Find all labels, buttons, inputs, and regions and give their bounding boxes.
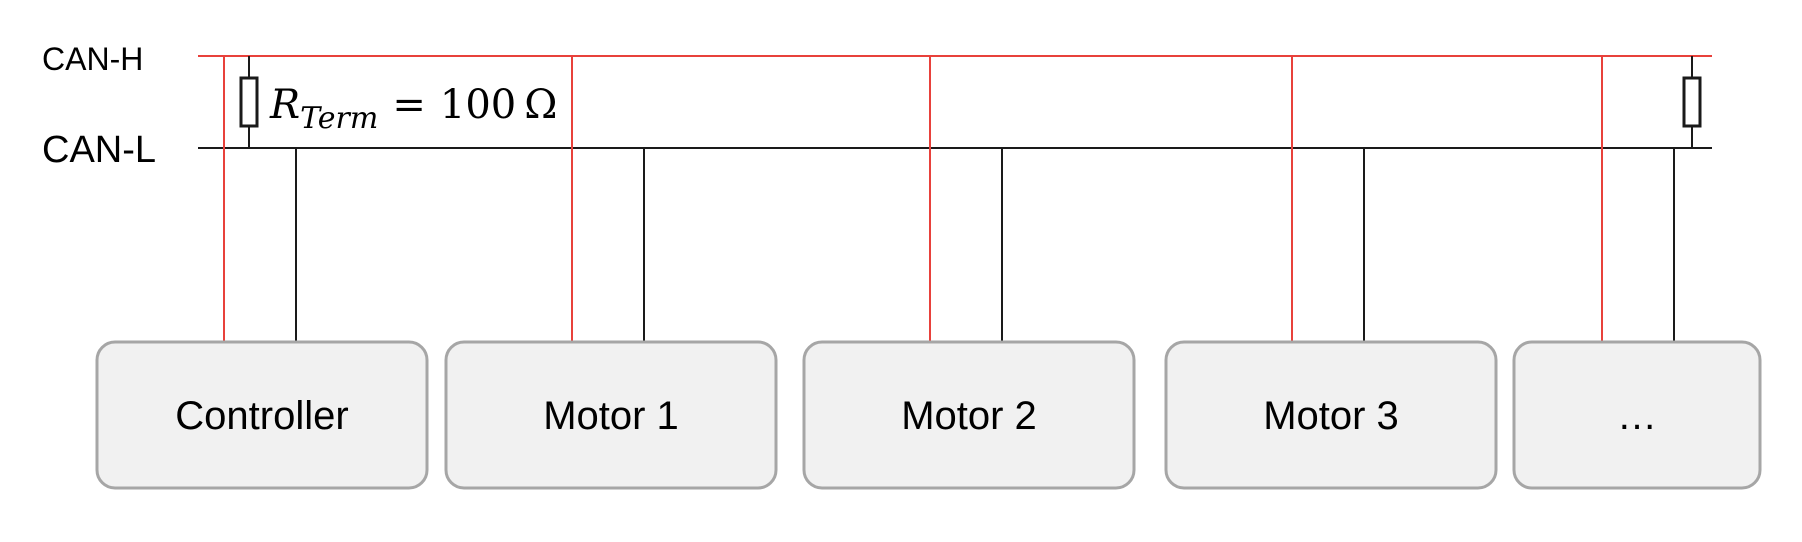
node-label: Motor 1 — [543, 394, 679, 438]
node-box — [95, 340, 429, 490]
termination-resistor-left — [239, 56, 259, 148]
termination-resistor-right — [1682, 56, 1702, 148]
node-label: … — [1617, 394, 1657, 438]
node-4: Motor 3 — [1164, 56, 1498, 490]
node-label: Motor 3 — [1263, 394, 1399, 438]
node-3: Motor 2 — [802, 56, 1136, 490]
can-h-label: CAN-H — [42, 41, 143, 77]
node-label: Controller — [175, 394, 348, 438]
node-box — [802, 340, 1136, 490]
node-1: Controller — [95, 56, 429, 490]
node-label: Motor 2 — [901, 394, 1037, 438]
node-2: Motor 1 — [444, 56, 778, 490]
formula-subscript: Term — [300, 101, 378, 136]
formula-value: 100 — [440, 82, 516, 128]
node-box — [444, 340, 778, 490]
nodes-layer: Controller Motor 1 Motor 2 Motor 3 … — [95, 56, 1762, 490]
node-5: … — [1512, 56, 1762, 490]
can-l-label: CAN-L — [42, 129, 156, 171]
formula-symbol: R — [269, 82, 300, 128]
node-box — [1164, 340, 1498, 490]
formula-equals: = — [392, 82, 426, 128]
formula-unit: Ω — [524, 82, 557, 128]
node-box — [1512, 340, 1762, 490]
